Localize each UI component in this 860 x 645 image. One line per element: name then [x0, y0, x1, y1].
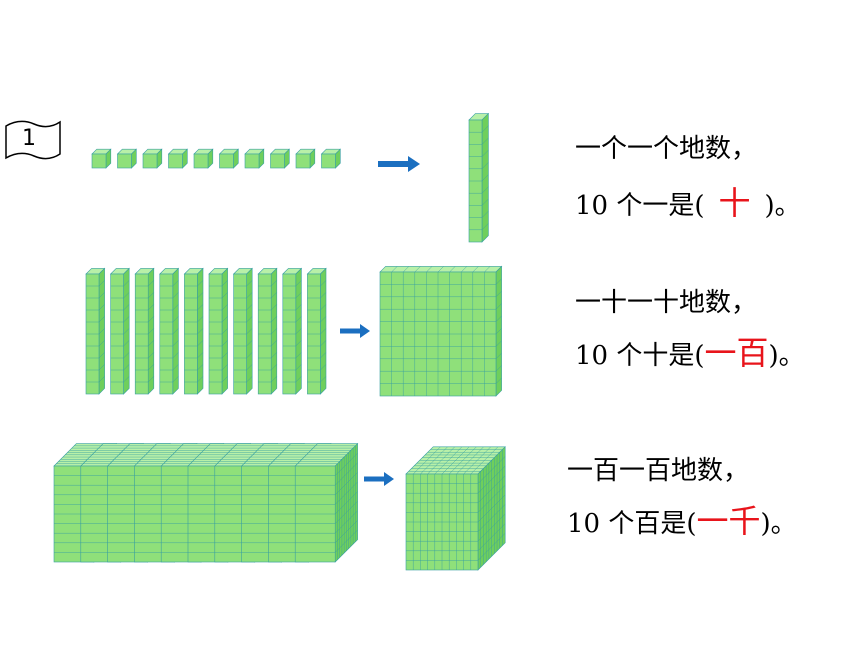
unit-cubes-group: [91, 148, 342, 169]
row3-line1: 一百一百地数，: [567, 456, 750, 486]
right-arrow-icon: [364, 472, 394, 486]
row2-line2: 10 个十是(一百)。: [575, 328, 805, 374]
row3-suffix: )。: [760, 509, 797, 539]
right-arrow-icon: [378, 156, 420, 172]
ten-rod: [468, 112, 490, 243]
ten-rod: [282, 267, 303, 395]
row1-prefix: 10 个一是(: [575, 191, 705, 221]
unit-cube: [295, 148, 316, 169]
row3-prefix: 10 个百是(: [567, 509, 697, 539]
ten-rods-group: [85, 267, 327, 395]
thousand-cube-result: [405, 446, 506, 571]
ten-rod: [159, 267, 180, 395]
unit-cube: [116, 148, 138, 169]
row2-suffix: )。: [768, 341, 805, 371]
thousand-cube: [405, 446, 506, 571]
row2-answer: 一百: [704, 334, 769, 372]
hundred-flat: [379, 265, 503, 397]
unit-cube: [218, 148, 240, 169]
right-arrow-icon: [340, 324, 370, 338]
row3-answer: 一千: [696, 502, 761, 540]
row1-line1: 一个一个地数，: [575, 134, 758, 164]
unit-cube: [142, 148, 163, 169]
row1-line2: 10 个一是( 十 )。: [575, 178, 801, 224]
ten-rod: [183, 267, 204, 395]
section-flag-icon: [5, 120, 61, 160]
row2-prefix: 10 个十是(: [575, 341, 705, 371]
unit-cube: [193, 148, 214, 169]
unit-cube: [244, 148, 265, 169]
hundred-flats-group: [53, 442, 359, 563]
row3-line2: 10 个百是(一千)。: [567, 496, 797, 542]
ten-rod: [85, 267, 106, 395]
row1-suffix: )。: [764, 191, 801, 221]
hundred-flat-result: [379, 265, 503, 397]
unit-cube: [91, 148, 112, 169]
ten-rod: [257, 267, 278, 395]
ten-rod: [208, 267, 229, 395]
ten-rod-result: [468, 112, 490, 243]
hundred-flat: [294, 442, 359, 563]
row1-answer: 十: [718, 184, 751, 222]
row2-line1: 一十一十地数，: [575, 288, 758, 318]
unit-cube: [167, 148, 189, 169]
unit-cube: [269, 148, 291, 169]
ten-rod: [232, 267, 253, 395]
section-number: 1: [22, 126, 36, 151]
ten-rod: [109, 267, 130, 395]
ten-rod: [306, 267, 327, 395]
ten-rod: [134, 267, 155, 395]
unit-cube: [320, 148, 342, 169]
